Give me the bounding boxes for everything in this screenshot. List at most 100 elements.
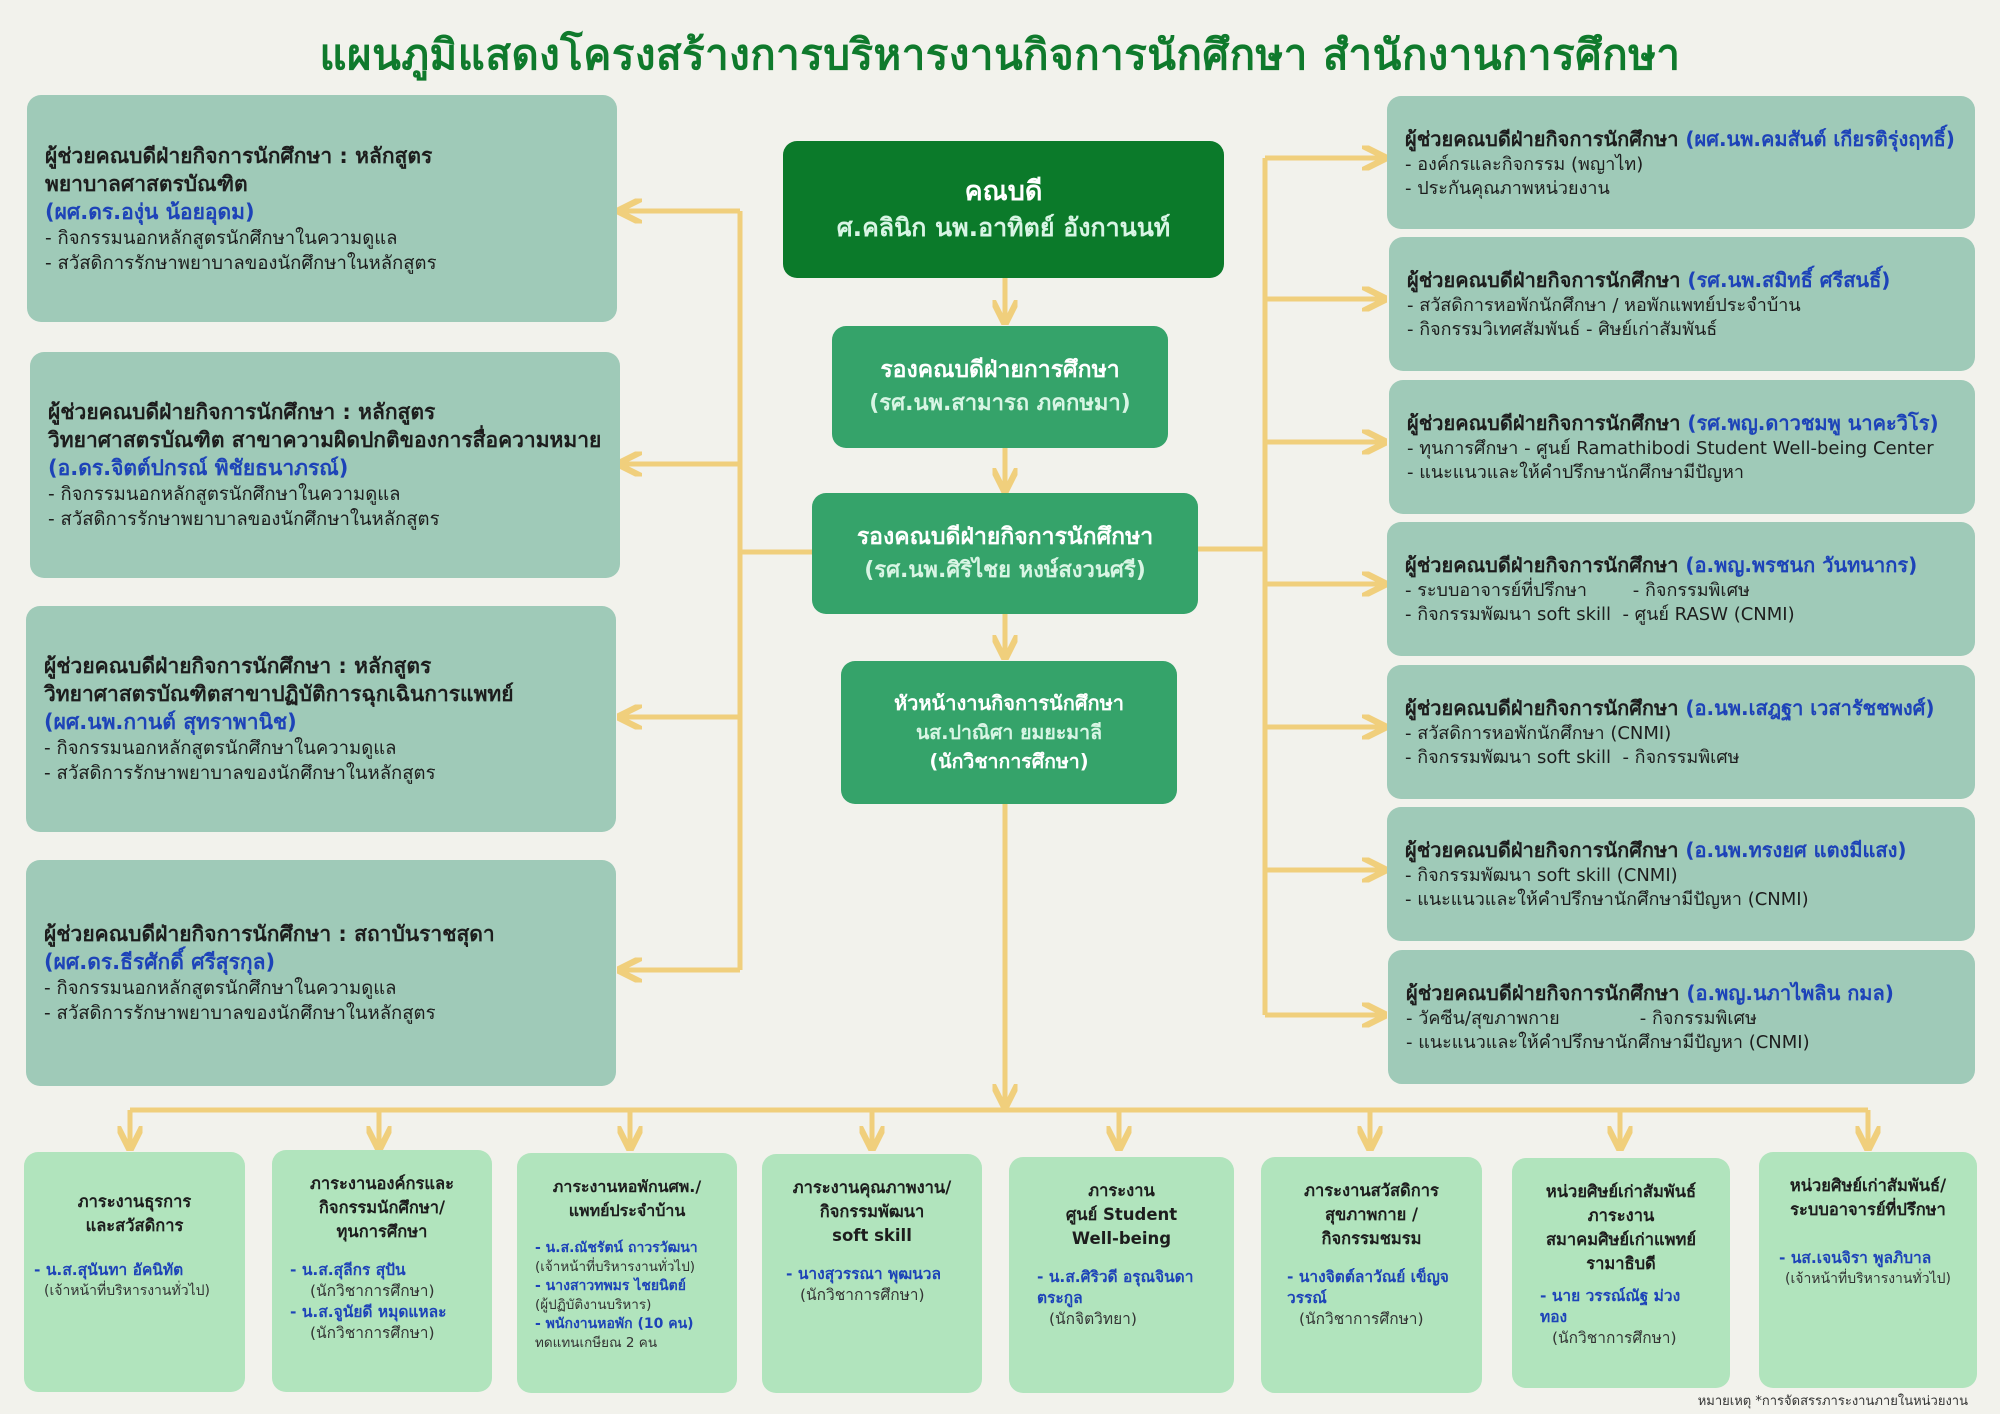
- unit-title: ภาระงานสวัสดิการสุขภาพกาย /กิจกรรมชมรม: [1304, 1181, 1439, 1248]
- unit-person-role: (นักวิชาการศึกษา): [1552, 1329, 1677, 1347]
- head-student-affairs-name: นส.ปาณิศา ยมยะมาลี: [915, 721, 1103, 744]
- unit-box-3: ภาระงานหอพักนศพ./แพทย์ประจำบ้าน - น.ส.ณั…: [517, 1153, 737, 1393]
- unit-box-6: ภาระงานสวัสดิการสุขภาพกาย /กิจกรรมชมรม -…: [1261, 1157, 1482, 1393]
- left-assistant-title: ผู้ช่วยคณบดีฝ่ายกิจการนักศึกษา : หลักสูต…: [45, 143, 433, 168]
- unit-person-role: (เจ้าหน้าที่บริหารงานทั่วไป): [535, 1259, 696, 1275]
- left-assistant-box-1: ผู้ช่วยคณบดีฝ่ายกิจการนักศึกษา : หลักสูต…: [27, 95, 617, 322]
- left-assistant-duty: - กิจกรรมนอกหลักสูตรนักศึกษาในความดูแล: [44, 978, 397, 999]
- unit-person: - น.ส.ศิริวดี อรุณจินดาตระกูล (นักจิตวิท…: [1019, 1267, 1224, 1330]
- right-assistant-box-2: ผู้ช่วยคณบดีฝ่ายกิจการนักศึกษา (รศ.นพ.สม…: [1389, 237, 1975, 371]
- unit-box-2: ภาระงานองค์กรและกิจกรรมนักศึกษา/ทุนการศึ…: [272, 1150, 492, 1392]
- unit-person-role: (ผู้ปฏิบัติงานบริหาร): [535, 1297, 652, 1313]
- right-assistant-duty: - แนะแนวและให้คำปรึกษานักศึกษามีปัญหา (C…: [1406, 1032, 1810, 1053]
- left-assistant-name: (อ.ดร.จิตต์ปกรณ์ พิชัยธนาภรณ์): [48, 456, 349, 480]
- left-assistant-box-3: ผู้ช่วยคณบดีฝ่ายกิจการนักศึกษา : หลักสูต…: [26, 606, 616, 832]
- unit-person-role: (นักจิตวิทยา): [1049, 1310, 1137, 1328]
- right-assistant-duty: - วัคซีน/สุขภาพกาย - กิจกรรมพิเศษ: [1406, 1008, 1757, 1029]
- unit-person: - นางจิตต์ลาวัณย์ เข็ญจวรรณ์ (นักวิชาการ…: [1271, 1267, 1472, 1330]
- unit-box-7: หน่วยศิษย์เก่าสัมพันธ์ภาระงานสมาคมศิษย์เ…: [1512, 1158, 1730, 1388]
- dean-box: คณบดี ศ.คลินิก นพ.อาทิตย์ อังกานนท์: [783, 141, 1224, 278]
- left-assistant-name: (ผศ.ดร.องุ่น น้อยอุดม): [45, 199, 255, 224]
- right-assistant-duty: - สวัสดิการหอพักนักศึกษา / หอพักแพทย์ประ…: [1407, 295, 1801, 316]
- head-student-affairs-position: (นักวิชาการศึกษา): [929, 750, 1089, 773]
- right-assistant-duty: - กิจกรรมวิเทศสัมพันธ์ - ศิษย์เก่าสัมพัน…: [1407, 319, 1718, 340]
- left-assistant-duty: - สวัสดิการรักษาพยาบาลของนักศึกษาในหลักส…: [44, 1003, 436, 1024]
- left-assistant-title2: วิทยาศาสตรบัณฑิตสาขาปฏิบัติการฉุกเฉินการ…: [44, 682, 514, 706]
- unit-person-role: (เจ้าหน้าที่บริหารงานทั่วไป): [44, 1283, 210, 1299]
- unit-person-name: - นางจิตต์ลาวัณย์ เข็ญจวรรณ์: [1287, 1268, 1449, 1307]
- unit-person-name: - นางสาวทพมร ไชยนิตย์: [535, 1278, 686, 1294]
- right-assistant-name: (อ.นพ.เสฎฐา เวสารัชชพงศ์): [1685, 696, 1935, 720]
- right-assistant-duty: - ระบบอาจารย์ที่ปรึกษา - กิจกรรมพิเศษ: [1405, 580, 1750, 601]
- left-assistant-duty: - สวัสดิการรักษาพยาบาลของนักศึกษาในหลักส…: [48, 509, 440, 530]
- right-assistant-box-5: ผู้ช่วยคณบดีฝ่ายกิจการนักศึกษา (อ.นพ.เสฎ…: [1387, 665, 1975, 799]
- unit-title: ภาระงานธุรการและสวัสดิการ: [77, 1192, 192, 1235]
- right-assistant-title: ผู้ช่วยคณบดีฝ่ายกิจการนักศึกษา: [1405, 553, 1679, 577]
- right-assistant-name: (ผศ.นพ.คมสันต์ เกียรติรุ่งฤทธิ์): [1685, 126, 1955, 151]
- unit-person-name: - น.ส.สุนันทา อัคนิทัต: [34, 1261, 184, 1279]
- unit-person-role: ทดแทนเกษียณ 2 คน: [535, 1335, 658, 1351]
- left-assistant-duty: - สวัสดิการรักษาพยาบาลของนักศึกษาในหลักส…: [44, 763, 436, 784]
- unit-person-role: (นักวิชาการศึกษา): [310, 1282, 435, 1300]
- left-assistant-duty: - กิจกรรมนอกหลักสูตรนักศึกษาในความดูแล: [44, 738, 397, 759]
- dean-name: ศ.คลินิก นพ.อาทิตย์ อังกานนท์: [836, 212, 1171, 242]
- right-assistant-box-3: ผู้ช่วยคณบดีฝ่ายกิจการนักศึกษา (รศ.พญ.ดา…: [1389, 380, 1975, 514]
- unit-person-role: (เจ้าหน้าที่บริหารงานทั่วไป): [1785, 1271, 1951, 1287]
- left-assistant-title: ผู้ช่วยคณบดีฝ่ายกิจการนักศึกษา : หลักสูต…: [48, 400, 436, 424]
- right-assistant-duty: - ทุนการศึกษา - ศูนย์ Ramathibodi Studen…: [1407, 438, 1934, 459]
- left-assistant-name: (ผศ.นพ.กานต์ สุทราพานิช): [44, 710, 297, 734]
- unit-title: ภาระงานหอพักนศพ./แพทย์ประจำบ้าน: [552, 1177, 702, 1220]
- unit-person-name: - น.ส.ณัชรัตน์ ถาวรวัฒนา: [535, 1240, 698, 1256]
- head-student-affairs-box: หัวหน้างานกิจการนักศึกษา นส.ปาณิศา ยมยะม…: [841, 661, 1177, 804]
- right-assistant-box-6: ผู้ช่วยคณบดีฝ่ายกิจการนักศึกษา (อ.นพ.ทรง…: [1387, 807, 1975, 941]
- right-assistant-name: (อ.นพ.ทรงยศ แตงมีแสง): [1685, 838, 1907, 862]
- right-assistant-duty: - สวัสดิการหอพักนักศึกษา (CNMI): [1405, 723, 1672, 744]
- left-assistant-title: ผู้ช่วยคณบดีฝ่ายกิจการนักศึกษา : หลักสูต…: [44, 654, 432, 678]
- right-assistant-title: ผู้ช่วยคณบดีฝ่ายกิจการนักศึกษา: [1405, 126, 1679, 151]
- right-assistant-duty: - แนะแนวและให้คำปรึกษานักศึกษามีปัญหา: [1407, 462, 1744, 483]
- unit-box-1: ภาระงานธุรการและสวัสดิการ - น.ส.สุนันทา …: [24, 1152, 245, 1392]
- vice-dean-student-affairs-name: (รศ.นพ.ศิริไชย หงษ์สงวนศรี): [864, 557, 1146, 583]
- chart-title: แผนภูมิแสดงโครงสร้างการบริหารงานกิจการนั…: [319, 30, 1681, 79]
- left-assistant-name: (ผศ.ดร.ธีรศักดิ์ ศรีสุรกุล): [44, 950, 276, 974]
- left-assistant-duty: - กิจกรรมนอกหลักสูตรนักศึกษาในความดูแล: [45, 227, 398, 249]
- unit-person: - น.ส.ณัชรัตน์ ถาวรวัฒนา (เจ้าหน้าที่บริ…: [527, 1239, 727, 1353]
- unit-title: ภาระงานองค์กรและกิจกรรมนักศึกษา/ทุนการศึ…: [310, 1174, 454, 1241]
- dean-role: คณบดี: [964, 175, 1043, 207]
- unit-person-name: - พนักงานหอพัก (10 คน): [535, 1316, 694, 1332]
- unit-person: - นส.เจนจิรา พูลภิบาล (เจ้าหน้าที่บริหาร…: [1769, 1248, 1967, 1290]
- footnote: หมายเหตุ *การจัดสรรภาระงานภายในหน่วยงาน: [1697, 1394, 1968, 1409]
- head-student-affairs-role: หัวหน้างานกิจการนักศึกษา: [893, 691, 1125, 715]
- unit-title: หน่วยศิษย์เก่าสัมพันธ์/ระบบอาจารย์ที่ปรึ…: [1789, 1176, 1947, 1219]
- vice-dean-education-name: (รศ.นพ.สามารถ ภคกษมา): [869, 391, 1131, 416]
- unit-person-name: - นาย วรรณ์ณัฐ ม่วงทอง: [1540, 1287, 1681, 1326]
- unit-person-name: - น.ส.ศิริวดี อรุณจินดาตระกูล: [1037, 1268, 1194, 1307]
- left-assistant-duty: - สวัสดิการรักษาพยาบาลของนักศึกษาในหลักส…: [45, 252, 437, 274]
- vice-dean-education-role: รองคณบดีฝ่ายการศึกษา: [880, 357, 1120, 383]
- right-assistant-title: ผู้ช่วยคณบดีฝ่ายกิจการนักศึกษา: [1405, 838, 1679, 862]
- left-assistant-title2: วิทยาศาสตรบัณฑิต สาขาความผิดปกติของการสื…: [48, 428, 602, 452]
- unit-person-name: - นางสุวรรณา พุฒนวล: [786, 1265, 942, 1283]
- right-assistant-name: (อ.พญ.พรชนก วันทนากร): [1685, 553, 1918, 577]
- right-assistant-box-4: ผู้ช่วยคณบดีฝ่ายกิจการนักศึกษา (อ.พญ.พรช…: [1387, 522, 1975, 656]
- unit-person-name: - นส.เจนจิรา พูลภิบาล: [1779, 1249, 1932, 1267]
- right-assistant-title: ผู้ช่วยคณบดีฝ่ายกิจการนักศึกษา: [1406, 981, 1680, 1005]
- right-assistant-title: ผู้ช่วยคณบดีฝ่ายกิจการนักศึกษา: [1405, 696, 1679, 720]
- left-assistant-duty: - กิจกรรมนอกหลักสูตรนักศึกษาในความดูแล: [48, 484, 401, 505]
- left-assistant-title2: พยาบาลศาสตรบัณฑิต: [45, 171, 248, 196]
- unit-person: - นางสุวรรณา พุฒนวล (นักวิชาการศึกษา): [772, 1264, 972, 1306]
- right-assistant-name: (อ.พญ.นภาไพลิน กมล): [1686, 981, 1894, 1005]
- vice-dean-student-affairs-box: รองคณบดีฝ่ายกิจการนักศึกษา (รศ.นพ.ศิริไช…: [812, 493, 1198, 614]
- unit-person-role: (นักวิชาการศึกษา): [1299, 1310, 1424, 1328]
- right-assistant-duty: - องค์กรและกิจกรรม (พญาไท): [1405, 153, 1644, 175]
- unit-person: - นาย วรรณ์ณัฐ ม่วงทอง (นักวิชาการศึกษา): [1522, 1286, 1720, 1349]
- unit-person-role: (นักวิชาการศึกษา): [310, 1324, 435, 1342]
- unit-title: หน่วยศิษย์เก่าสัมพันธ์ภาระงานสมาคมศิษย์เ…: [1545, 1182, 1697, 1273]
- unit-person-name: - น.ส.สุลีกร สุปัน: [290, 1261, 406, 1279]
- unit-box-8: หน่วยศิษย์เก่าสัมพันธ์/ระบบอาจารย์ที่ปรึ…: [1759, 1152, 1977, 1388]
- unit-person-name: - น.ส.จูนัยดี หมุดแหละ: [290, 1303, 447, 1321]
